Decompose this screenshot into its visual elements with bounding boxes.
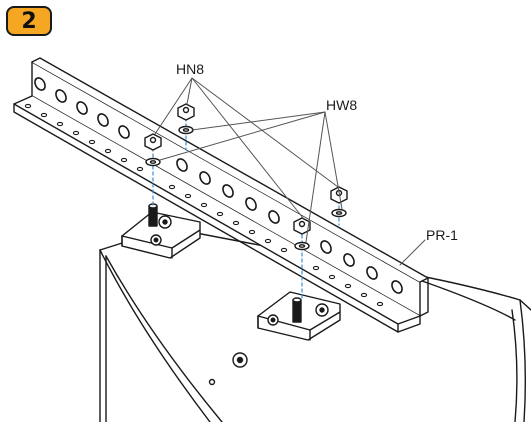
hex-nut-2: [144, 133, 162, 151]
bracket-large-holes: [34, 77, 403, 294]
washer-3: [331, 208, 347, 218]
step-number-badge: 2: [6, 6, 52, 36]
label-hw8: HW8: [326, 97, 357, 113]
threaded-stud-right: [292, 297, 302, 323]
label-pr1: PR-1: [426, 227, 458, 243]
hex-nut-1: [177, 103, 195, 121]
washer-1: [178, 125, 194, 135]
label-hn8: HN8: [176, 61, 204, 77]
threaded-stud-left: [148, 203, 158, 227]
washer-2: [145, 157, 161, 167]
mount-plate-left: [121, 211, 201, 259]
washer-4: [294, 241, 310, 251]
leader-lines: [154, 77, 426, 266]
hex-nut-4: [293, 217, 311, 235]
bracket-small-holes: [24, 103, 384, 307]
